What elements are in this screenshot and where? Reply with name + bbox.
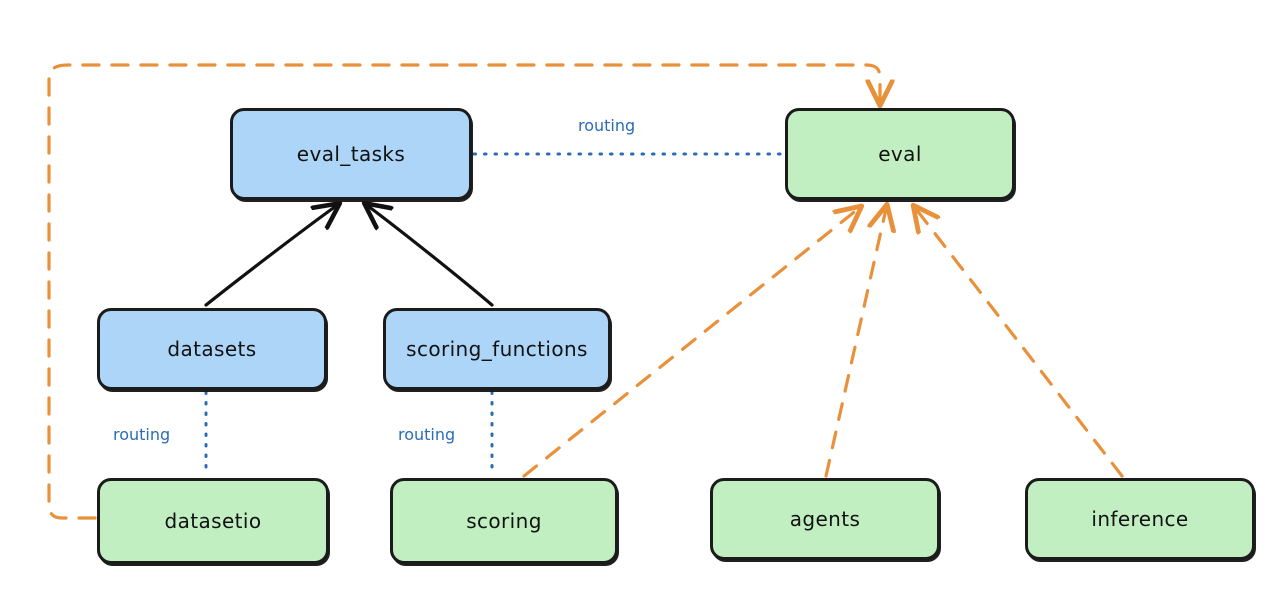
node-label-datasetio: datasetio [164,509,262,533]
edge-label-routing-eval-tasks-eval: routing [578,116,636,135]
node-inference[interactable]: inference [1025,478,1255,560]
node-label-scoring-functions: scoring_functions [406,337,588,361]
node-label-agents: agents [789,507,861,531]
node-label-scoring: scoring [466,509,542,533]
node-scoring-functions[interactable]: scoring_functions [383,308,611,390]
node-label-eval-tasks: eval_tasks [296,142,406,166]
edge-agents-to-eval [824,209,886,478]
node-eval-tasks[interactable]: eval_tasks [230,108,472,200]
edge-datasets-to-eval-tasks [204,206,336,307]
node-datasets[interactable]: datasets [97,308,327,390]
node-label-inference: inference [1091,507,1189,531]
edge-label-routing-scoring-functions-scoring: routing [398,425,456,444]
node-label-eval: eval [878,142,922,166]
edge-label-routing-datasets-datasetio: routing [113,425,171,444]
node-label-datasets: datasets [167,337,257,361]
node-datasetio[interactable]: datasetio [97,478,329,564]
edge-inference-to-eval [916,209,1124,478]
edge-scoring-functions-to-eval-tasks [368,206,494,307]
node-scoring[interactable]: scoring [390,478,618,564]
node-agents[interactable]: agents [710,478,940,560]
node-eval[interactable]: eval [785,108,1015,200]
